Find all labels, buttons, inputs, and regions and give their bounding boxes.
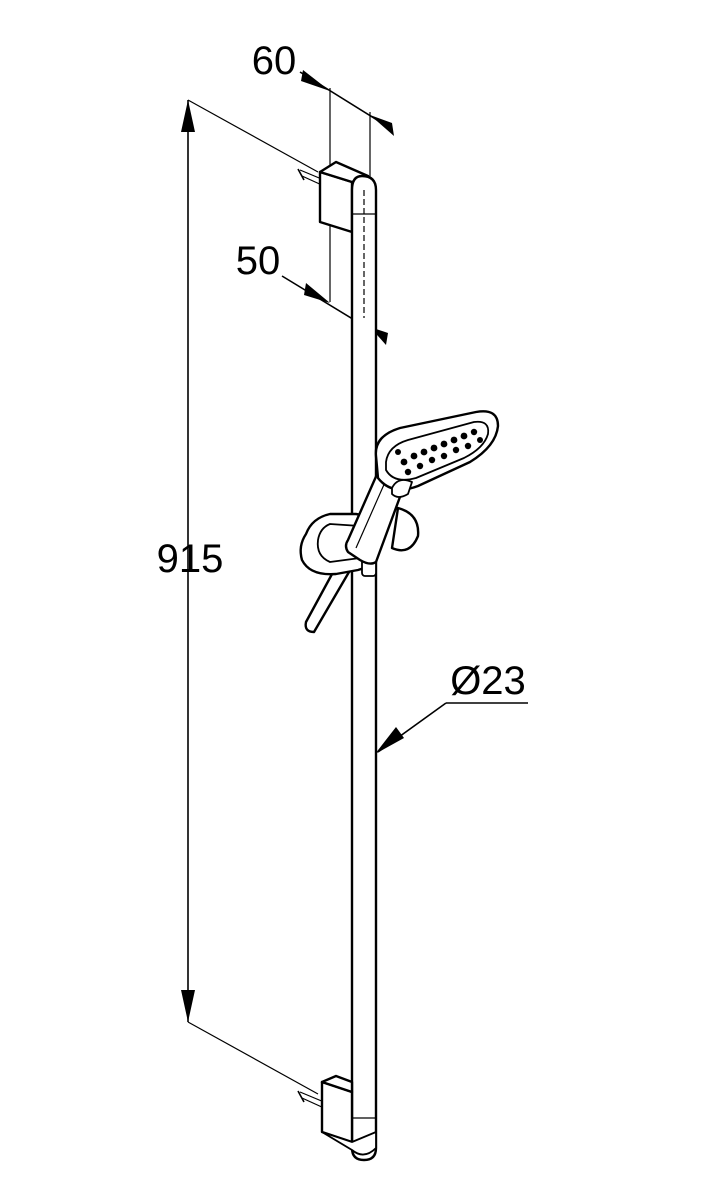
nozzle — [400, 458, 408, 466]
bottom-bracket-cap — [320, 1074, 354, 1094]
nozzle — [460, 432, 468, 440]
height-extension-bottom — [187, 1021, 319, 1095]
rail-tube — [350, 174, 378, 1162]
height-label: 915 — [157, 537, 224, 581]
wall-offset-arrow-2 — [370, 115, 394, 136]
nozzle — [430, 444, 438, 452]
shower-rail — [350, 174, 378, 1162]
nozzle — [452, 446, 460, 454]
nozzle — [470, 428, 478, 436]
nozzle — [428, 456, 436, 464]
nozzle — [416, 462, 424, 470]
bottom-wall-bracket — [297, 1074, 377, 1156]
nozzle — [450, 436, 458, 444]
height-dimension: 915 — [157, 99, 319, 1095]
hand-shower — [344, 410, 500, 565]
nozzle — [410, 452, 418, 460]
nozzle — [420, 448, 428, 456]
wall-offset-label: 60 — [252, 39, 297, 83]
hand-shower-grip — [344, 470, 406, 565]
diameter-callout: Ø23 — [375, 659, 528, 754]
hand-shower-neck — [391, 479, 413, 498]
wall-offset-arrow-1 — [301, 70, 330, 91]
bar-offset-label: 50 — [236, 239, 281, 283]
bottom-bracket-base — [321, 1131, 377, 1156]
spray-nozzles — [395, 428, 483, 476]
bottom-screw-shaft-2 — [301, 1097, 325, 1109]
height-arrow-bottom — [181, 990, 195, 1022]
hand-shower-cone — [390, 506, 420, 552]
bar-offset-arrow-1 — [304, 283, 330, 303]
diameter-arrow — [375, 727, 404, 754]
diameter-label: Ø23 — [450, 659, 526, 703]
bottom-screw-tip — [297, 1090, 305, 1103]
nozzle — [395, 449, 401, 455]
nozzle — [477, 437, 483, 443]
wall-offset-dimension: 60 — [252, 39, 394, 185]
nozzle — [440, 440, 448, 448]
hand-shower-grip-edge — [355, 479, 387, 549]
nozzle — [464, 442, 472, 450]
top-screw-tip — [297, 168, 305, 181]
bottom-screw-shaft — [299, 1091, 325, 1103]
nozzle — [404, 468, 412, 476]
height-arrow-top — [181, 100, 195, 132]
nozzle — [440, 452, 448, 460]
height-extension-top — [187, 99, 319, 173]
